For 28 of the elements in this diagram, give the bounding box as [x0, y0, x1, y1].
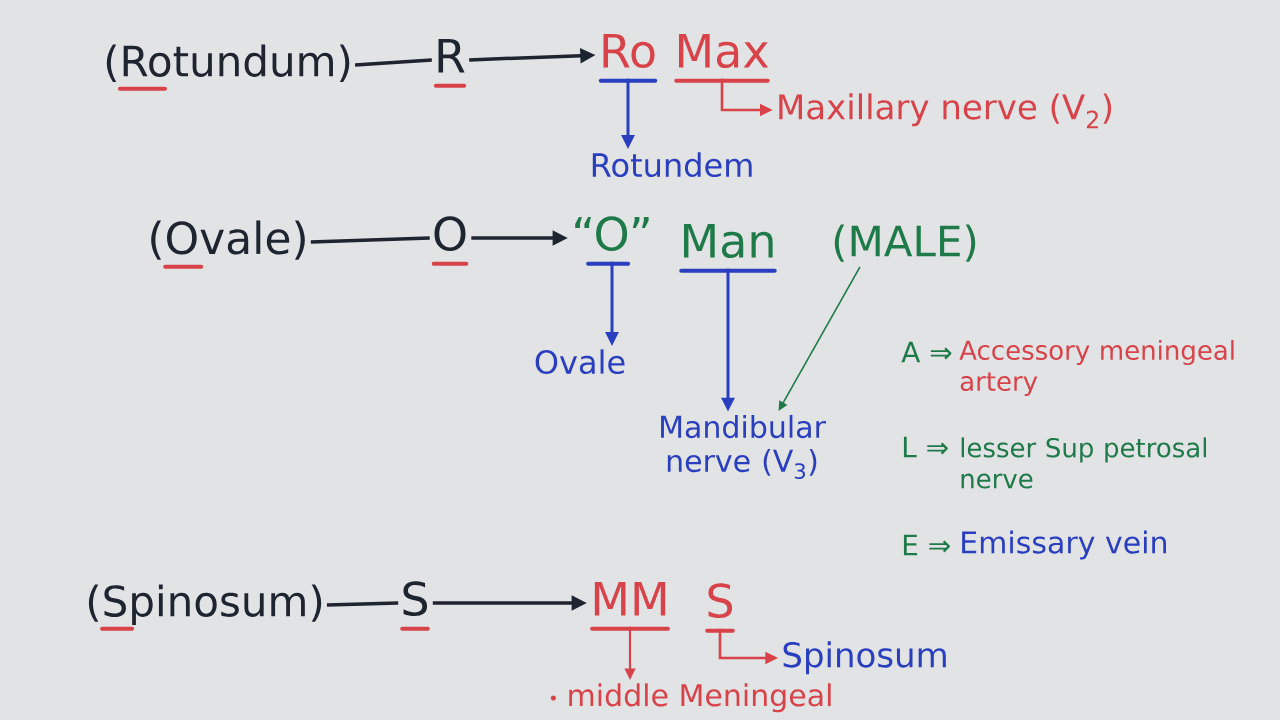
note-text: Emissary vein — [962, 530, 1166, 560]
mnemonic-word: “O” — [575, 216, 649, 252]
mnemonic-word: (MALE) — [834, 224, 976, 262]
bracketed-term: (Rotundum) — [106, 44, 350, 82]
mnemonic-word: Man — [684, 223, 773, 259]
initial-letter: O — [434, 216, 466, 252]
meaning-label: middle Meningeal — [569, 683, 831, 713]
mnemonic-word: Ro — [603, 33, 655, 69]
note-text: Accessory meningeal artery — [959, 339, 1234, 397]
meaning-label: Ovale — [535, 349, 625, 375]
bracketed-term: (Ovale) — [151, 220, 305, 260]
mnemonic-word: Max — [678, 33, 769, 69]
bracketed-term: (Spinosum) — [88, 584, 322, 626]
mnemonic-word: S — [708, 583, 733, 619]
initial-letter: R — [438, 38, 465, 73]
key-letter: E ⇒ — [903, 534, 950, 556]
meaning-label: Rotundem — [592, 152, 752, 178]
meaning-label: Spinosum — [783, 641, 946, 675]
connector-line — [354, 58, 432, 67]
meaning-label: Mandibular nerve (V$_{3}$) — [661, 414, 826, 480]
key-letter: A ⇒ — [901, 341, 952, 363]
initial-letter: S — [403, 581, 428, 617]
connector-line — [310, 236, 430, 244]
connector-line — [326, 601, 399, 607]
meaning-label: Maxillary nerve (V$_{2}$) — [779, 93, 1112, 129]
note-text: lesser Sup petrosal nerve — [961, 437, 1206, 489]
mnemonic-word: MM — [594, 581, 666, 616]
key-letter: L ⇒ — [903, 436, 948, 458]
